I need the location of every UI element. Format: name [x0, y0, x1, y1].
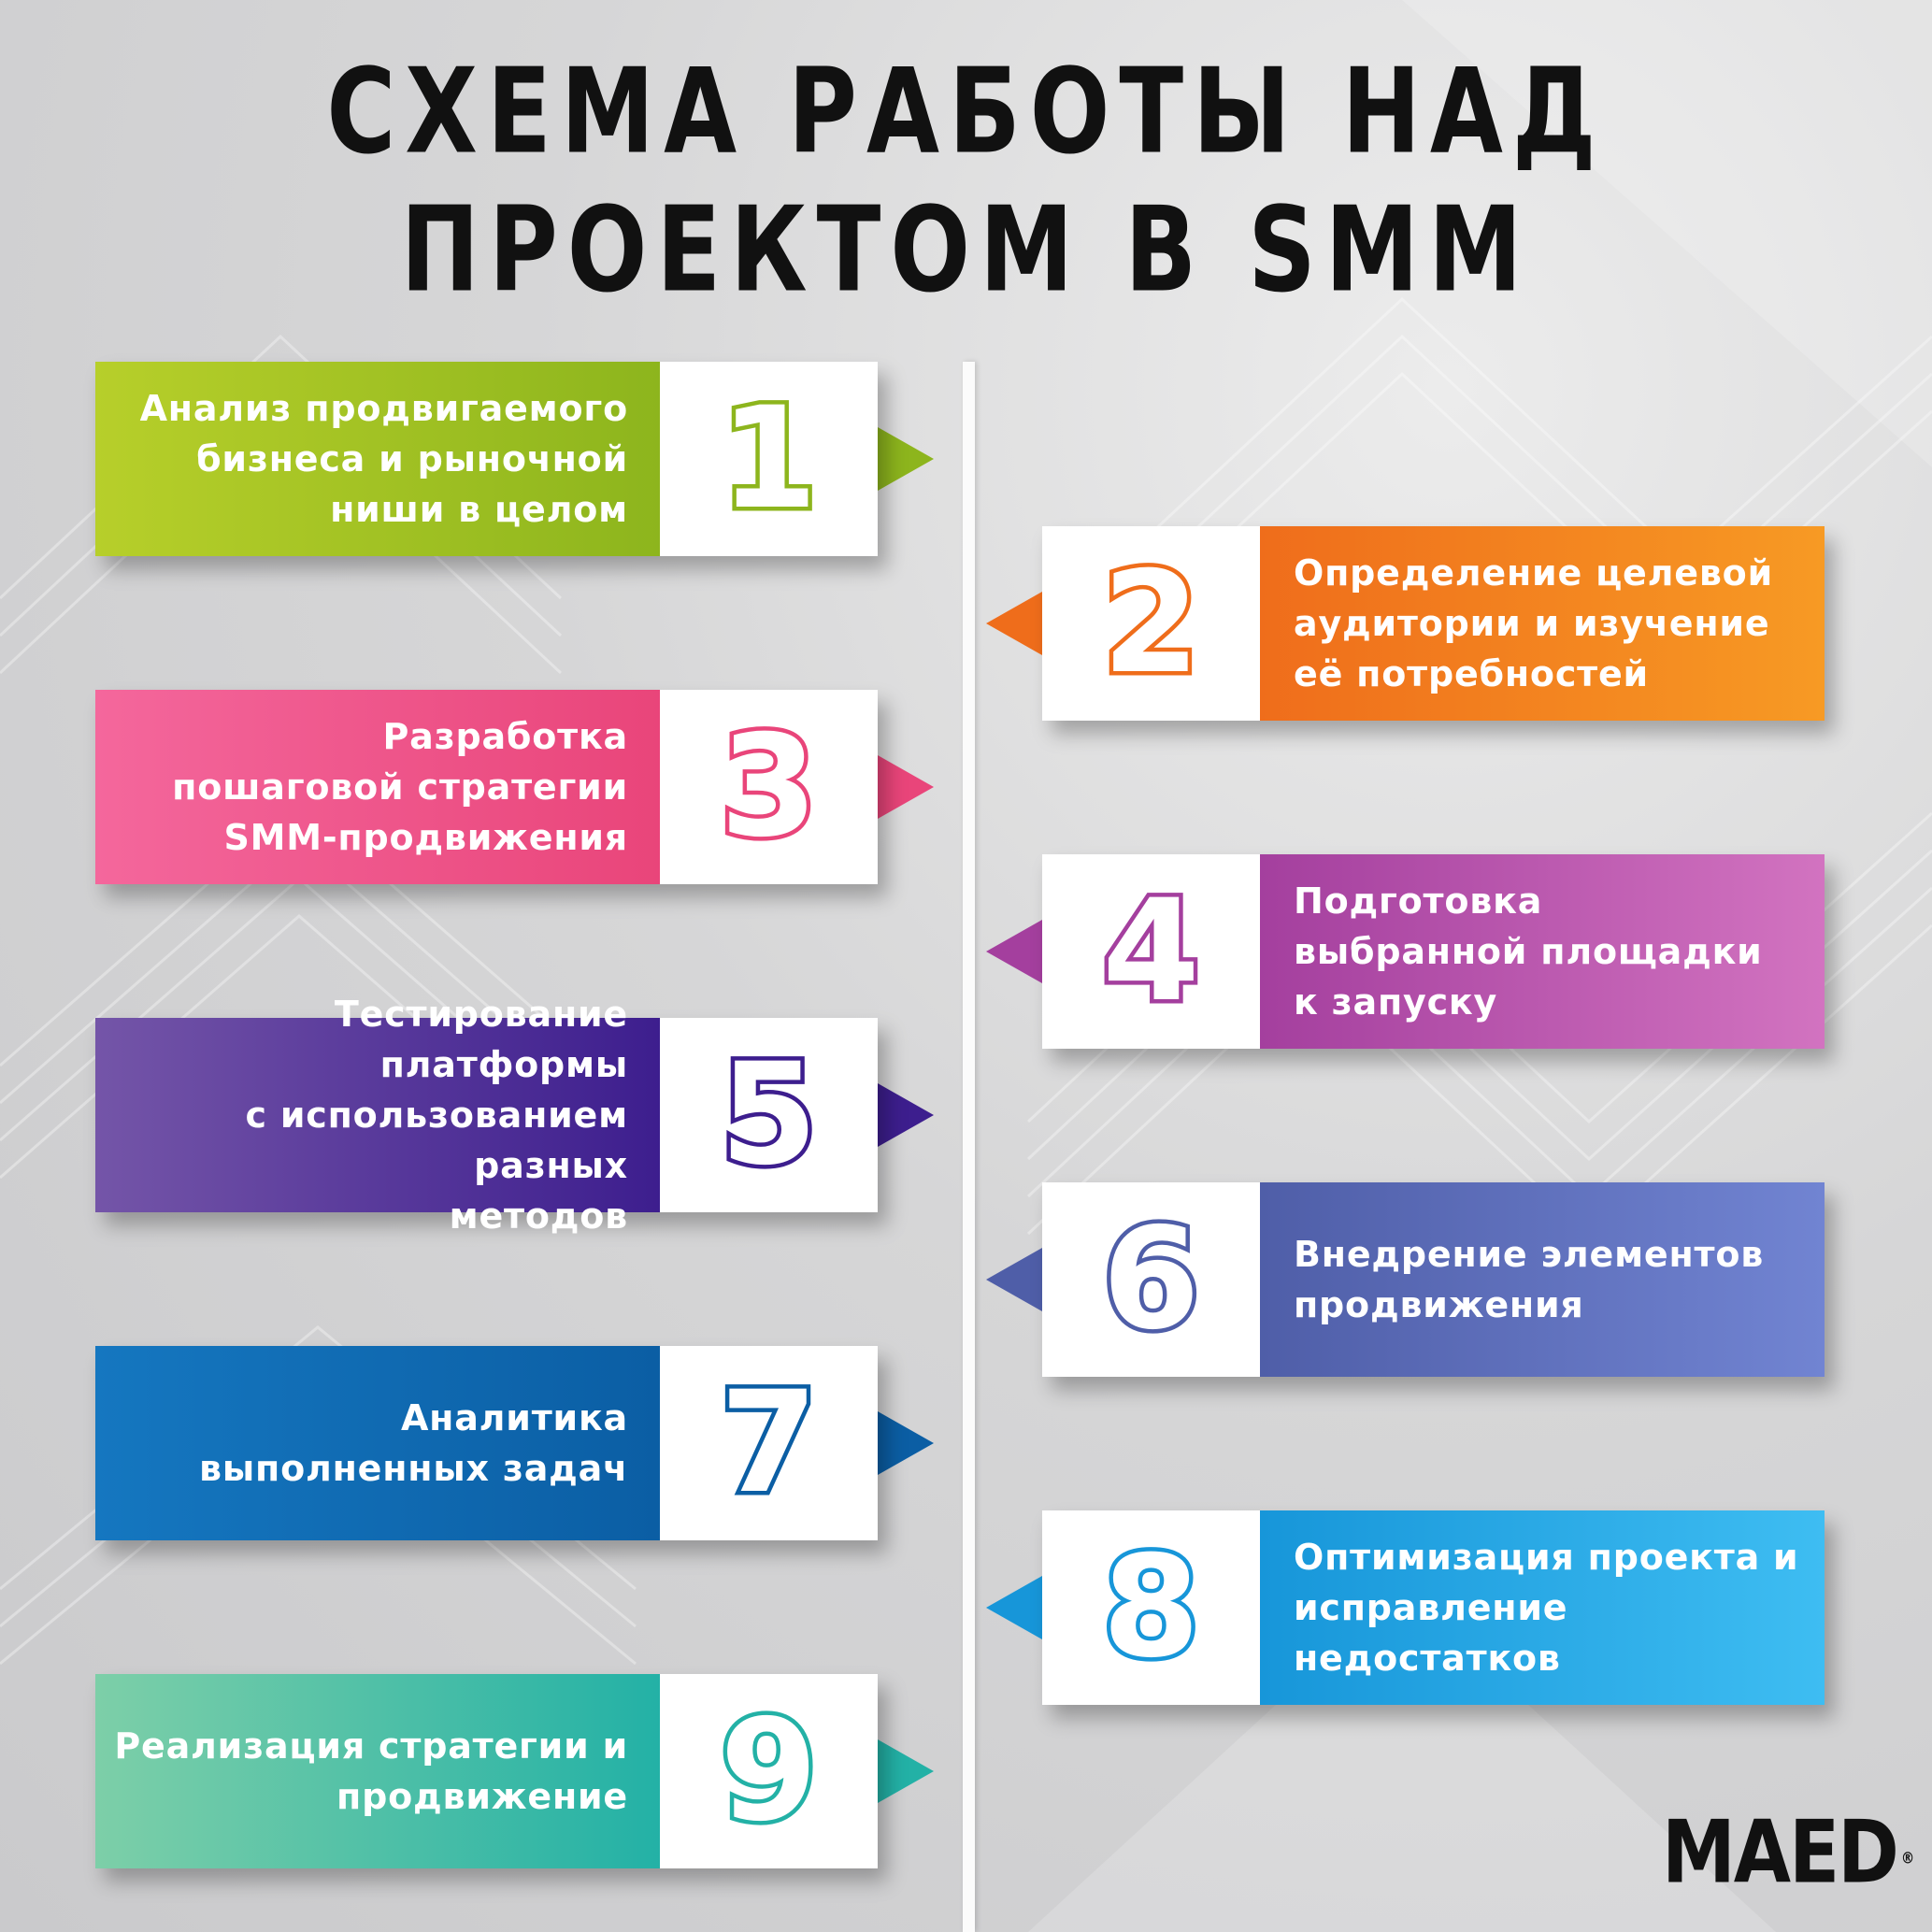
step-number: 2: [1098, 542, 1204, 705]
step-number-panel: 1: [660, 362, 878, 556]
step-label: Тестирование платформы с использованием …: [245, 994, 628, 1237]
step-number: 7: [716, 1362, 822, 1524]
step-1: Анализ продвигаемого бизнеса и рыночной …: [95, 362, 934, 556]
step-pointer-arrow: [986, 1576, 1042, 1639]
brand-logo: MAED®: [1662, 1809, 1915, 1896]
step-color-panel: Разработка пошаговой стратегии SMM-продв…: [95, 690, 660, 884]
step-number-panel: 5: [660, 1018, 878, 1212]
title-line-1: СХЕМА РАБОТЫ НАД: [326, 44, 1606, 180]
step-color-panel: Тестирование платформы с использованием …: [95, 994, 660, 1237]
step-card: Реализация стратегии и продвижение 9: [95, 1674, 878, 1868]
timeline-line: [963, 362, 975, 1932]
brand-logo-text: MAED: [1662, 1801, 1899, 1903]
step-number-panel: 6: [1042, 1182, 1260, 1377]
step-number: 3: [716, 706, 822, 868]
step-pointer-arrow: [986, 920, 1042, 983]
step-label: Разработка пошаговой стратегии SMM-продв…: [172, 716, 628, 858]
step-color-panel: Внедрение элементов продвижения: [1260, 1182, 1825, 1377]
step-number-panel: 2: [1042, 526, 1260, 721]
step-label: Аналитика выполненных задач: [199, 1397, 628, 1489]
step-number-panel: 3: [660, 690, 878, 884]
page-title: СХЕМА РАБОТЫ НАД ПРОЕКТОМ В SMM: [0, 43, 1932, 320]
step-number: 6: [1098, 1198, 1204, 1361]
step-color-panel: Аналитика выполненных задач: [95, 1346, 660, 1540]
step-card: 8 Оптимизация проекта и исправление недос…: [1042, 1510, 1825, 1705]
step-label: Анализ продвигаемого бизнеса и рыночной …: [139, 388, 628, 530]
step-card: 4 Подготовка выбранной площадки к запуску: [1042, 854, 1825, 1049]
step-5: Тестирование платформы с использованием …: [95, 994, 934, 1237]
step-card: Аналитика выполненных задач 7: [95, 1346, 878, 1540]
step-label: Оптимизация проекта и исправление недост…: [1294, 1537, 1799, 1679]
step-pointer-arrow: [878, 755, 934, 819]
step-pointer-arrow: [878, 427, 934, 491]
step-color-panel: Подготовка выбранной площадки к запуску: [1260, 854, 1825, 1049]
step-label: Реализация стратегии и продвижение: [114, 1725, 628, 1817]
step-pointer-arrow: [878, 1083, 934, 1147]
step-card: Анализ продвигаемого бизнеса и рыночной …: [95, 362, 878, 556]
step-9: Реализация стратегии и продвижение 9: [95, 1674, 934, 1868]
step-card: 6 Внедрение элементов продвижения: [1042, 1182, 1825, 1377]
step-number: 4: [1098, 870, 1204, 1033]
step-label: Внедрение элементов продвижения: [1294, 1234, 1765, 1325]
step-label: Определение целевой аудитории и изучение…: [1294, 552, 1774, 694]
step-color-panel: Определение целевой аудитории и изучение…: [1260, 526, 1825, 721]
step-color-panel: Оптимизация проекта и исправление недост…: [1260, 1510, 1825, 1705]
title-line-2: ПРОЕКТОМ В SMM: [400, 182, 1532, 319]
step-card: Тестирование платформы с использованием …: [95, 994, 878, 1237]
step-4: 4 Подготовка выбранной площадки к запуску: [986, 854, 1825, 1049]
step-pointer-arrow: [986, 1248, 1042, 1311]
step-6: 6 Внедрение элементов продвижения: [986, 1182, 1825, 1377]
step-number-panel: 9: [660, 1674, 878, 1868]
step-color-panel: Реализация стратегии и продвижение: [95, 1674, 660, 1868]
step-number: 9: [716, 1690, 822, 1853]
step-number-panel: 7: [660, 1346, 878, 1540]
step-number: 8: [1098, 1526, 1204, 1689]
step-label: Подготовка выбранной площадки к запуску: [1294, 880, 1763, 1023]
step-pointer-arrow: [878, 1739, 934, 1803]
step-2: 2 Определение целевой аудитории и изучени…: [986, 526, 1825, 721]
step-color-panel: Анализ продвигаемого бизнеса и рыночной …: [95, 362, 660, 556]
step-card: 2 Определение целевой аудитории и изучени…: [1042, 526, 1825, 721]
step-number: 5: [716, 1034, 822, 1196]
step-7: Аналитика выполненных задач 7: [95, 1346, 934, 1540]
step-3: Разработка пошаговой стратегии SMM-продв…: [95, 690, 934, 884]
step-number-panel: 4: [1042, 854, 1260, 1049]
step-number: 1: [716, 378, 822, 540]
step-card: Разработка пошаговой стратегии SMM-продв…: [95, 690, 878, 884]
step-number-panel: 8: [1042, 1510, 1260, 1705]
step-pointer-arrow: [986, 592, 1042, 655]
registered-mark: ®: [1900, 1848, 1915, 1868]
step-pointer-arrow: [878, 1411, 934, 1475]
step-8: 8 Оптимизация проекта и исправление недос…: [986, 1510, 1825, 1705]
